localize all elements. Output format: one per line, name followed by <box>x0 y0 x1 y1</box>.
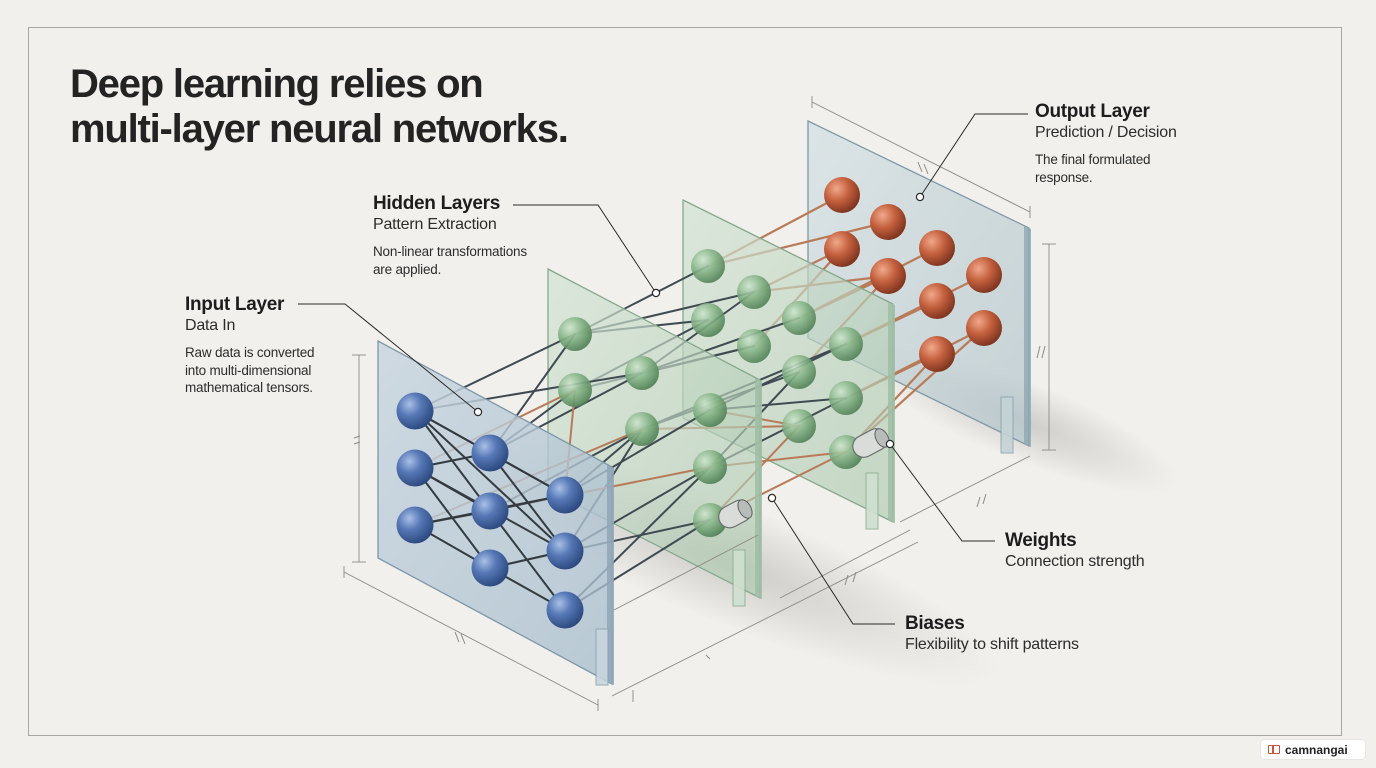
dimension-lines <box>343 96 1056 711</box>
book-icon <box>1268 745 1280 754</box>
bias-knob-icon <box>718 499 753 529</box>
biases-subheading: Flexibility to shift patterns <box>905 636 1079 653</box>
hidden-layer-2-nodes <box>691 249 863 469</box>
output-node <box>919 336 955 372</box>
input-layer-label: Input Layer Data In Raw data is converte… <box>185 294 375 397</box>
hidden-layer-1-nodes <box>558 317 727 537</box>
bias-knob-icon <box>852 428 890 458</box>
hidden-node <box>625 356 659 390</box>
hidden-leader-line <box>513 204 657 294</box>
output-layer-subheading: Prediction / Decision <box>1035 124 1177 141</box>
output-node <box>919 283 955 319</box>
output-node <box>870 258 906 294</box>
input-layer-description: Raw data is converted into multi-dimensi… <box>185 344 375 397</box>
hidden-node <box>691 249 725 283</box>
input-node <box>471 492 509 530</box>
description-line: mathematical tensors. <box>185 380 313 395</box>
leader-lines <box>298 113 1028 625</box>
output-node <box>919 230 955 266</box>
input-node <box>546 532 584 570</box>
hidden-node <box>691 303 725 337</box>
description-line: response. <box>1035 169 1093 185</box>
hidden-node <box>737 275 771 309</box>
output-layer-description: The final formulated response. <box>1035 151 1225 186</box>
input-node <box>546 476 584 514</box>
output-node <box>824 231 860 267</box>
output-node <box>870 204 906 240</box>
hidden-node <box>558 373 592 407</box>
hidden-node <box>829 327 863 361</box>
hidden-node <box>782 409 816 443</box>
input-node <box>471 434 509 472</box>
input-leader-line <box>298 303 479 413</box>
description-line: Non-linear transformations <box>373 244 527 259</box>
hidden-node <box>782 355 816 389</box>
page-frame <box>28 27 1342 736</box>
input-node <box>396 506 434 544</box>
hidden-node <box>829 381 863 415</box>
title-line-2: multi-layer neural networks. <box>70 107 569 151</box>
biases-label: Biases Flexibility to shift patterns <box>905 613 1125 655</box>
weights-leader-line <box>889 443 995 542</box>
input-node <box>546 591 584 629</box>
hidden-node <box>693 450 727 484</box>
description-line: Raw data is converted <box>185 345 315 360</box>
input-node <box>396 449 434 487</box>
output-layer-label: Output Layer Prediction / Decision The f… <box>1035 101 1225 186</box>
output-leader-line <box>919 113 1028 198</box>
output-node <box>824 177 860 213</box>
output-layer-heading: Output Layer <box>1035 101 1150 122</box>
output-node <box>966 257 1002 293</box>
title-line-1: Deep learning relies on <box>70 62 484 106</box>
watermark-badge: camnangai <box>1261 740 1365 759</box>
hidden-layers-label: Hidden Layers Pattern Extraction Non-lin… <box>373 193 573 278</box>
dimension-ticks <box>353 161 1046 660</box>
hidden-node <box>558 317 592 351</box>
weights-heading: Weights <box>1005 530 1077 551</box>
input-node <box>471 549 509 587</box>
description-line: into multi-dimensional <box>185 362 312 378</box>
hidden-node <box>693 503 727 537</box>
hidden-layers-subheading: Pattern Extraction <box>373 216 497 233</box>
hidden-node <box>693 393 727 427</box>
page-title: Deep learning relies on multi-layer neur… <box>70 62 569 152</box>
biases-heading: Biases <box>905 613 965 634</box>
hidden-layers-heading: Hidden Layers <box>373 193 501 214</box>
input-layer-subheading: Data In <box>185 317 236 334</box>
weights-label: Weights Connection strength <box>1005 530 1205 572</box>
input-node <box>396 392 434 430</box>
weights-subheading: Connection strength <box>1005 553 1145 570</box>
description-line: are applied. <box>373 261 442 277</box>
hidden-node <box>782 301 816 335</box>
input-nodes <box>396 392 584 629</box>
hidden-node <box>737 329 771 363</box>
output-nodes <box>824 177 1002 372</box>
hidden-node <box>625 412 659 446</box>
description-line: The final formulated <box>1035 152 1151 167</box>
hidden-layers-description: Non-linear transformations are applied. <box>373 243 573 278</box>
leader-endpoints <box>473 192 925 503</box>
output-node <box>966 310 1002 346</box>
biases-leader-line <box>771 497 895 625</box>
watermark-text: camnangai <box>1285 742 1348 757</box>
input-layer-heading: Input Layer <box>185 294 285 315</box>
